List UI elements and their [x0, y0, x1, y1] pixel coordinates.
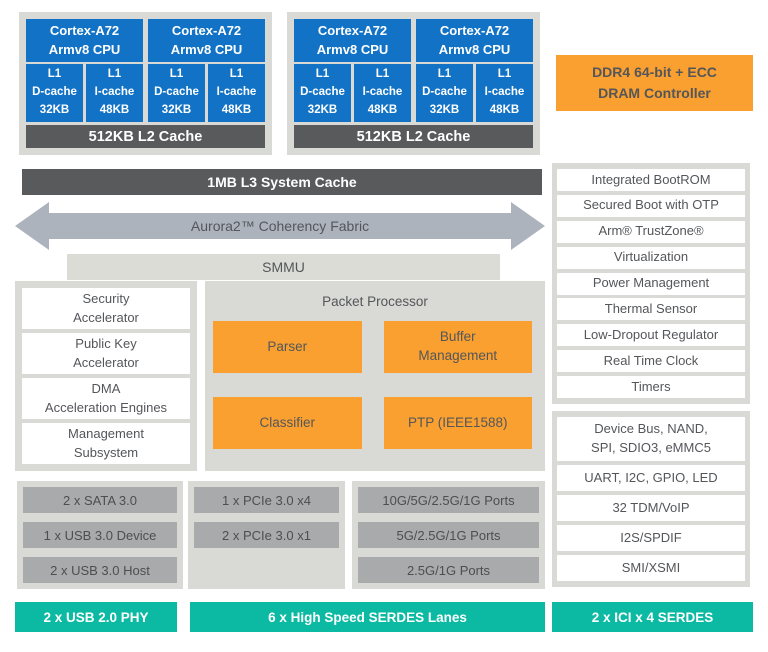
integrated-bootrom-block: Integrated BootROM: [557, 169, 745, 191]
ports-2-5g-block: 2.5G/1G Ports: [358, 557, 539, 583]
peripherals-panel: Device Bus, NAND, SPI, SDIO3, eMMC5 UART…: [552, 411, 750, 587]
cpu-cluster-1: Cortex-A72 Armv8 CPU L1 D-cache 32KB L1 …: [19, 12, 272, 155]
i2s-spdif-block: I2S/SPDIF: [557, 525, 745, 551]
buffer-management-block: Buffer Management: [383, 321, 532, 373]
parser-block: Parser: [213, 321, 362, 373]
cpu-cluster-2: Cortex-A72 Armv8 CPU L1 D-cache 32KB L1 …: [287, 12, 540, 155]
l2-cache-bar: 512KB L2 Cache: [26, 125, 265, 148]
usb3-host-block: 2 x USB 3.0 Host: [23, 557, 177, 583]
ddr-dram-controller-block: DDR4 64-bit + ECC DRAM Controller: [556, 55, 753, 111]
l1-caches: L1 D-cache 32KB L1 I-cache 48KB: [26, 64, 143, 122]
ptp-ieee1588-block: PTP (IEEE1588): [383, 397, 532, 449]
cpu-cluster-2-cores: Cortex-A72 Armv8 CPU L1 D-cache 32KB L1 …: [294, 19, 533, 122]
l2-cache-bar: 512KB L2 Cache: [294, 125, 533, 148]
pcie-x4-block: 1 x PCIe 3.0 x4: [194, 487, 339, 513]
platform-features-panel: Integrated BootROM Secured Boot with OTP…: [552, 163, 750, 404]
arm-trustzone-block: Arm® TrustZone®: [557, 220, 745, 243]
storage-usb-panel: 2 x SATA 3.0 1 x USB 3.0 Device 2 x USB …: [17, 481, 183, 589]
device-bus-block: Device Bus, NAND, SPI, SDIO3, eMMC5: [557, 417, 745, 461]
l1-icache-block: L1 I-cache 48KB: [476, 64, 533, 122]
coherency-fabric-label: Aurora2™ Coherency Fabric: [190, 218, 370, 234]
ici-serdes-bar: 2 x ICI x 4 SERDES: [552, 602, 753, 632]
thermal-sensor-block: Thermal Sensor: [557, 298, 745, 321]
l1-caches: L1 D-cache 32KB L1 I-cache 48KB: [148, 64, 265, 122]
uart-i2c-gpio-led-block: UART, I2C, GPIO, LED: [557, 465, 745, 491]
packet-processor-blocks: Parser Buffer Management Classifier PTP …: [205, 309, 545, 449]
security-accelerator-block: Security Accelerator: [22, 288, 190, 329]
packet-processor-title: Packet Processor: [322, 294, 428, 309]
accelerators-panel: Security Accelerator Public Key Accelera…: [15, 281, 197, 471]
public-key-accelerator-block: Public Key Accelerator: [22, 333, 190, 374]
low-dropout-regulator-block: Low-Dropout Regulator: [557, 324, 745, 347]
timers-block: Timers: [557, 376, 745, 398]
pcie-panel: 1 x PCIe 3.0 x4 2 x PCIe 3.0 x1: [188, 481, 345, 589]
dma-acceleration-engines-block: DMA Acceleration Engines: [22, 378, 190, 419]
l1-dcache-block: L1 D-cache 32KB: [294, 64, 351, 122]
usb2-phy-bar: 2 x USB 2.0 PHY: [15, 602, 177, 632]
cpu-core-label: Cortex-A72 Armv8 CPU: [416, 19, 533, 62]
l3-system-cache-bar: 1MB L3 System Cache: [22, 169, 542, 195]
l1-dcache-block: L1 D-cache 32KB: [416, 64, 473, 122]
power-management-block: Power Management: [557, 272, 745, 295]
serdes-lanes-bar: 6 x High Speed SERDES Lanes: [190, 602, 545, 632]
smi-xsmi-block: SMI/XSMI: [557, 555, 745, 581]
smmu-bar: SMMU: [67, 254, 500, 280]
l1-caches: L1 D-cache 32KB L1 I-cache 48KB: [416, 64, 533, 122]
l1-icache-block: L1 I-cache 48KB: [86, 64, 143, 122]
usb3-device-block: 1 x USB 3.0 Device: [23, 522, 177, 548]
coherency-fabric-arrow: Aurora2™ Coherency Fabric: [15, 202, 545, 250]
tdm-voip-block: 32 TDM/VoIP: [557, 495, 745, 521]
cpu-core-label: Cortex-A72 Armv8 CPU: [148, 19, 265, 62]
virtualization-block: Virtualization: [557, 246, 745, 269]
cpu-cluster-1-cores: Cortex-A72 Armv8 CPU L1 D-cache 32KB L1 …: [26, 19, 265, 122]
sata-block: 2 x SATA 3.0: [23, 487, 177, 513]
cpu-core-block: Cortex-A72 Armv8 CPU L1 D-cache 32KB L1 …: [416, 19, 533, 122]
l1-caches: L1 D-cache 32KB L1 I-cache 48KB: [294, 64, 411, 122]
ethernet-ports-panel: 10G/5G/2.5G/1G Ports 5G/2.5G/1G Ports 2.…: [352, 481, 545, 589]
secured-boot-otp-block: Secured Boot with OTP: [557, 194, 745, 217]
l1-icache-block: L1 I-cache 48KB: [354, 64, 411, 122]
l1-dcache-block: L1 D-cache 32KB: [148, 64, 205, 122]
cpu-core-block: Cortex-A72 Armv8 CPU L1 D-cache 32KB L1 …: [26, 19, 143, 122]
packet-processor-panel: Packet Processor Parser Buffer Managemen…: [205, 281, 545, 471]
cpu-core-block: Cortex-A72 Armv8 CPU L1 D-cache 32KB L1 …: [294, 19, 411, 122]
classifier-block: Classifier: [213, 397, 362, 449]
management-subsystem-block: Management Subsystem: [22, 423, 190, 464]
real-time-clock-block: Real Time Clock: [557, 350, 745, 373]
pcie-x1-block: 2 x PCIe 3.0 x1: [194, 522, 339, 548]
ports-5g-block: 5G/2.5G/1G Ports: [358, 522, 539, 548]
l1-icache-block: L1 I-cache 48KB: [208, 64, 265, 122]
ports-10g-block: 10G/5G/2.5G/1G Ports: [358, 487, 539, 513]
cpu-core-label: Cortex-A72 Armv8 CPU: [294, 19, 411, 62]
cpu-core-block: Cortex-A72 Armv8 CPU L1 D-cache 32KB L1 …: [148, 19, 265, 122]
l1-dcache-block: L1 D-cache 32KB: [26, 64, 83, 122]
cpu-core-label: Cortex-A72 Armv8 CPU: [26, 19, 143, 62]
